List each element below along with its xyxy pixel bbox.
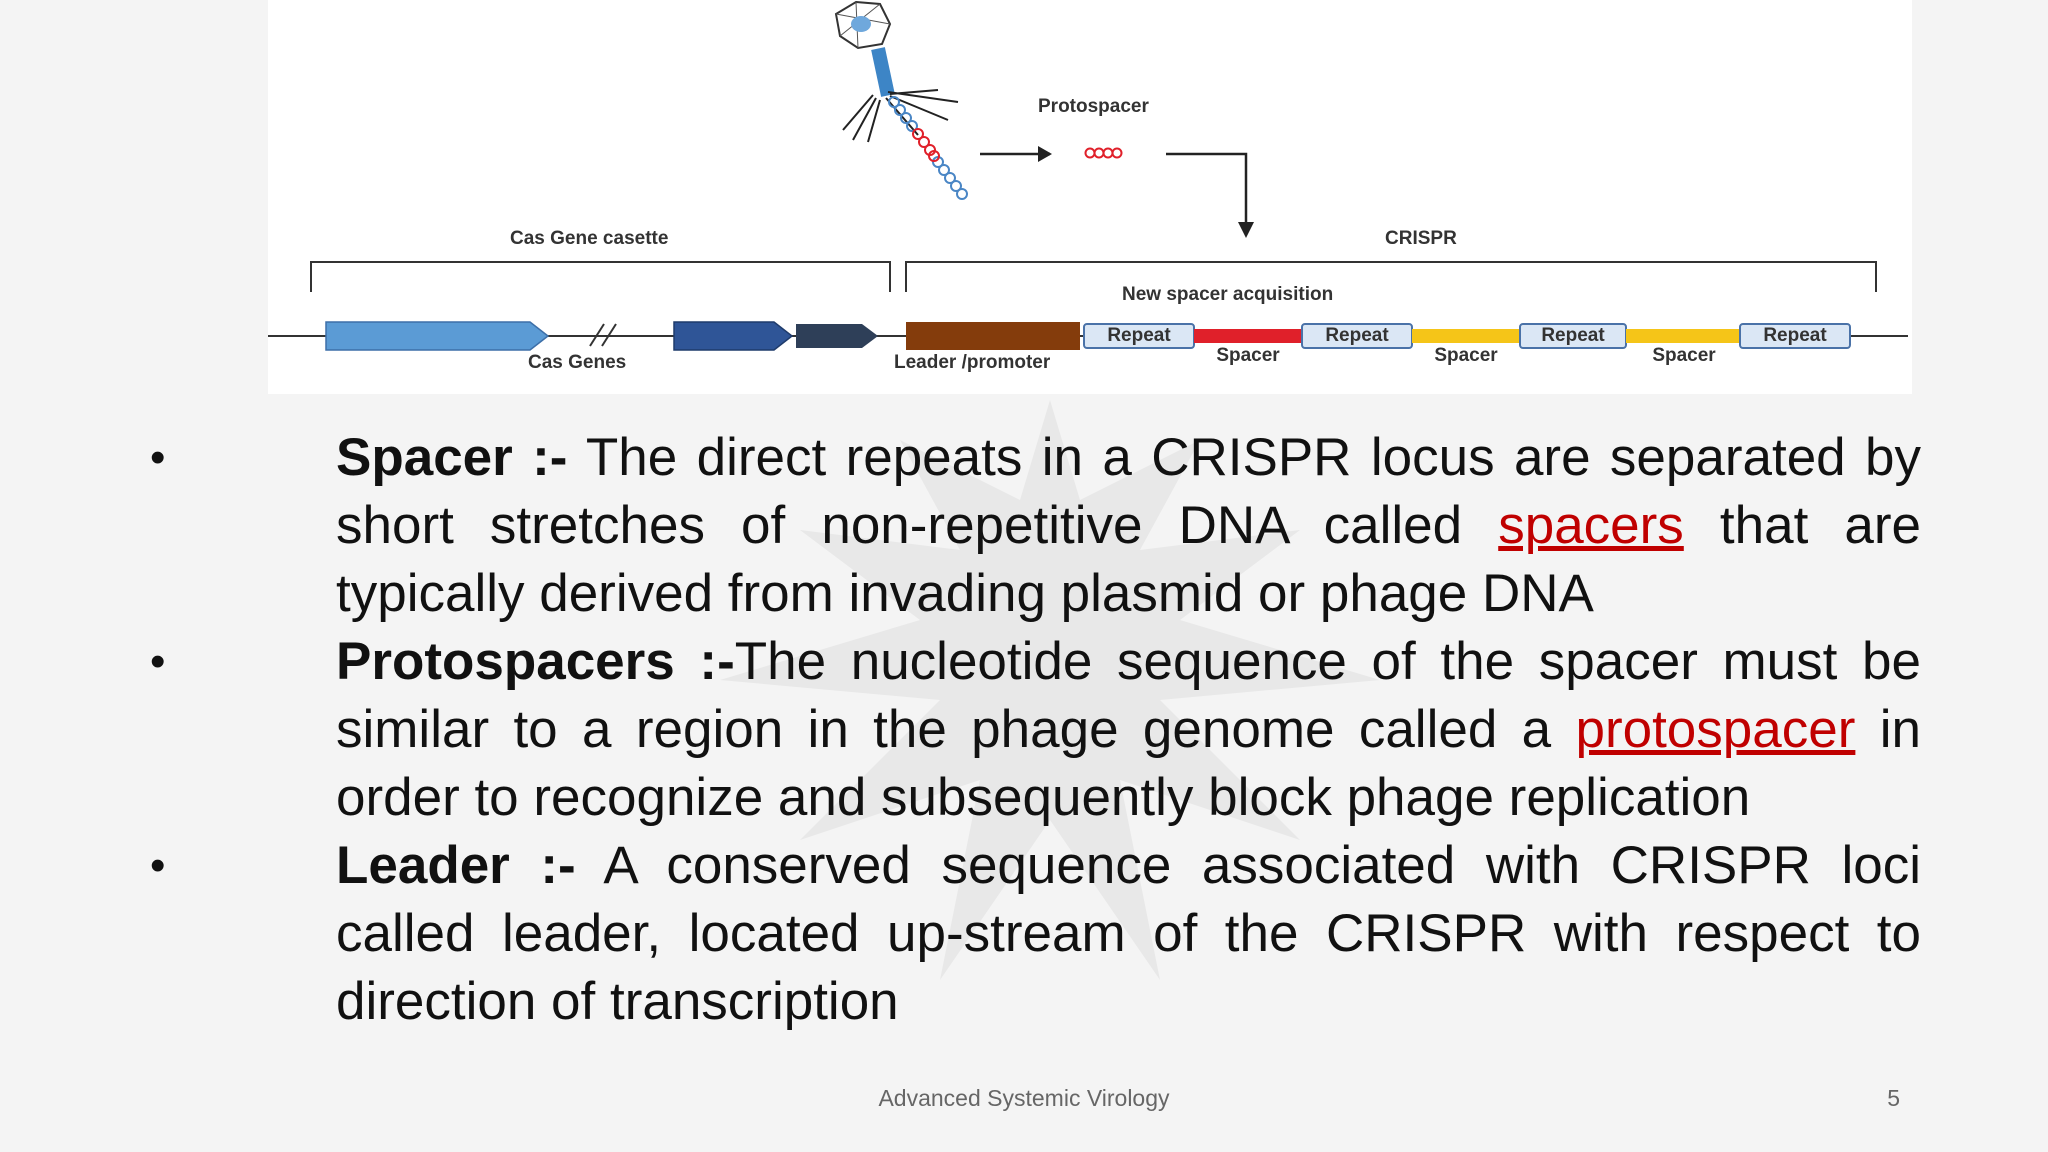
footer-title: Advanced Systemic Virology <box>878 1085 1170 1111</box>
definition-term: Spacer :- <box>336 428 568 487</box>
repeat-label: Repeat <box>1325 325 1389 346</box>
cas-gene-block <box>673 321 794 351</box>
repeat-label: Repeat <box>1763 325 1827 346</box>
protospacer-label: Protospacer <box>1038 96 1149 117</box>
background-watermark <box>720 400 1380 980</box>
definition-item-leader: • Leader :- A conserved sequence associa… <box>150 832 1922 1036</box>
spacers-link[interactable]: spacers <box>1498 496 1684 555</box>
cas-gene-block <box>796 324 878 348</box>
definition-term: Protospacers :- <box>336 632 735 691</box>
cas-gene-block <box>325 321 550 351</box>
definition-body: The nucleotide sequence of the spacer mu… <box>336 632 1922 759</box>
new-spacer-acquisition-label: New spacer acquisition <box>1122 284 1334 305</box>
spacer-label: Spacer <box>1216 345 1280 366</box>
definition-body: A conserved sequence associated with CRI… <box>336 836 1922 1031</box>
spacer-label: Spacer <box>1434 345 1498 366</box>
definition-item-spacer: • Spacer :- The direct repeats in a CRIS… <box>150 424 1922 628</box>
crispr-diagram-graphic <box>268 0 1908 351</box>
repeat-label: Repeat <box>1541 325 1605 346</box>
definition-body-end: in order to recognize and subsequently b… <box>336 700 1921 827</box>
crispr-label: CRISPR <box>1385 228 1457 249</box>
repeat-label: Repeat <box>1107 325 1171 346</box>
cas-gene-cassette-label: Cas Gene casette <box>510 228 669 249</box>
definition-item-protospacers: • Protospacers :-The nucleotide sequence… <box>150 628 1922 832</box>
phage-icon <box>834 0 968 200</box>
definition-text: Leader :- A conserved sequence associate… <box>336 832 1921 1036</box>
definition-text: Protospacers :-The nucleotide sequence o… <box>336 628 1921 832</box>
definition-term: Leader :- <box>336 836 576 895</box>
page-number: 5 <box>1887 1085 1900 1111</box>
bullet-marker: • <box>150 433 166 482</box>
definition-text: Spacer :- The direct repeats in a CRISPR… <box>336 424 1921 628</box>
leader-promoter-label: Leader /promoter <box>894 352 1051 373</box>
spacer-label: Spacer <box>1652 345 1716 366</box>
definition-body-end: that are typically derived from invading… <box>336 496 1921 623</box>
bullet-marker: • <box>150 637 166 686</box>
protospacer-beads <box>1084 147 1123 159</box>
cas-genes-label: Cas Genes <box>528 352 627 373</box>
leader-block <box>906 322 1080 350</box>
definition-body: The direct repeats in a CRISPR locus are… <box>336 428 1922 555</box>
bullet-marker: • <box>150 841 166 890</box>
protospacer-link[interactable]: protospacer <box>1575 700 1856 759</box>
definition-list: • Spacer :- The direct repeats in a CRIS… <box>150 424 1922 1036</box>
crispr-diagram: Protospacer Cas Gene casette CRISPR New … <box>268 0 1912 394</box>
